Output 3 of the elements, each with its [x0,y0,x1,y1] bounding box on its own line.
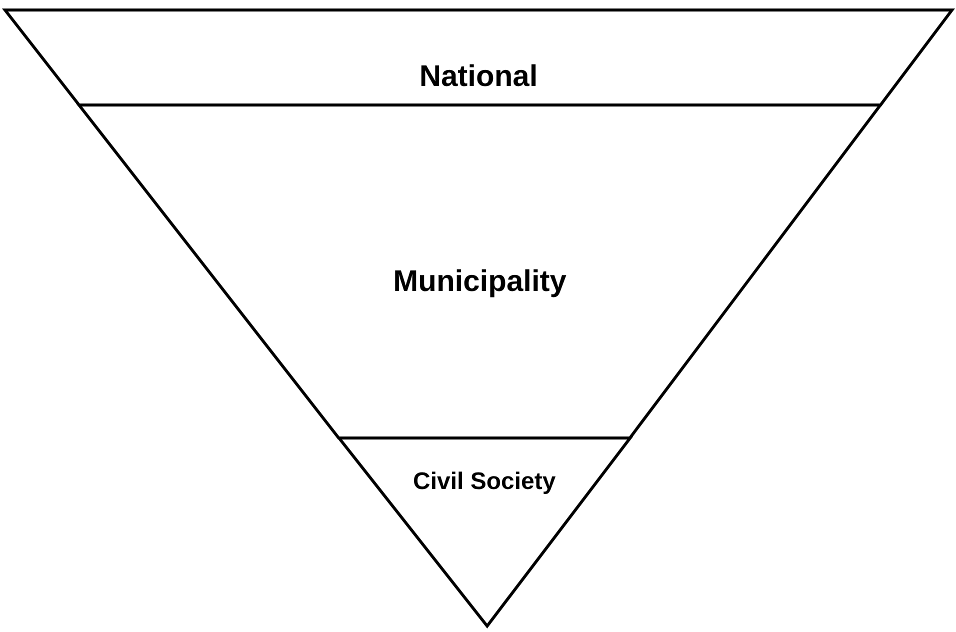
level-label: Civil Society [412,468,557,496]
level-label: National [418,60,539,94]
level-label: Municipality [392,265,568,299]
